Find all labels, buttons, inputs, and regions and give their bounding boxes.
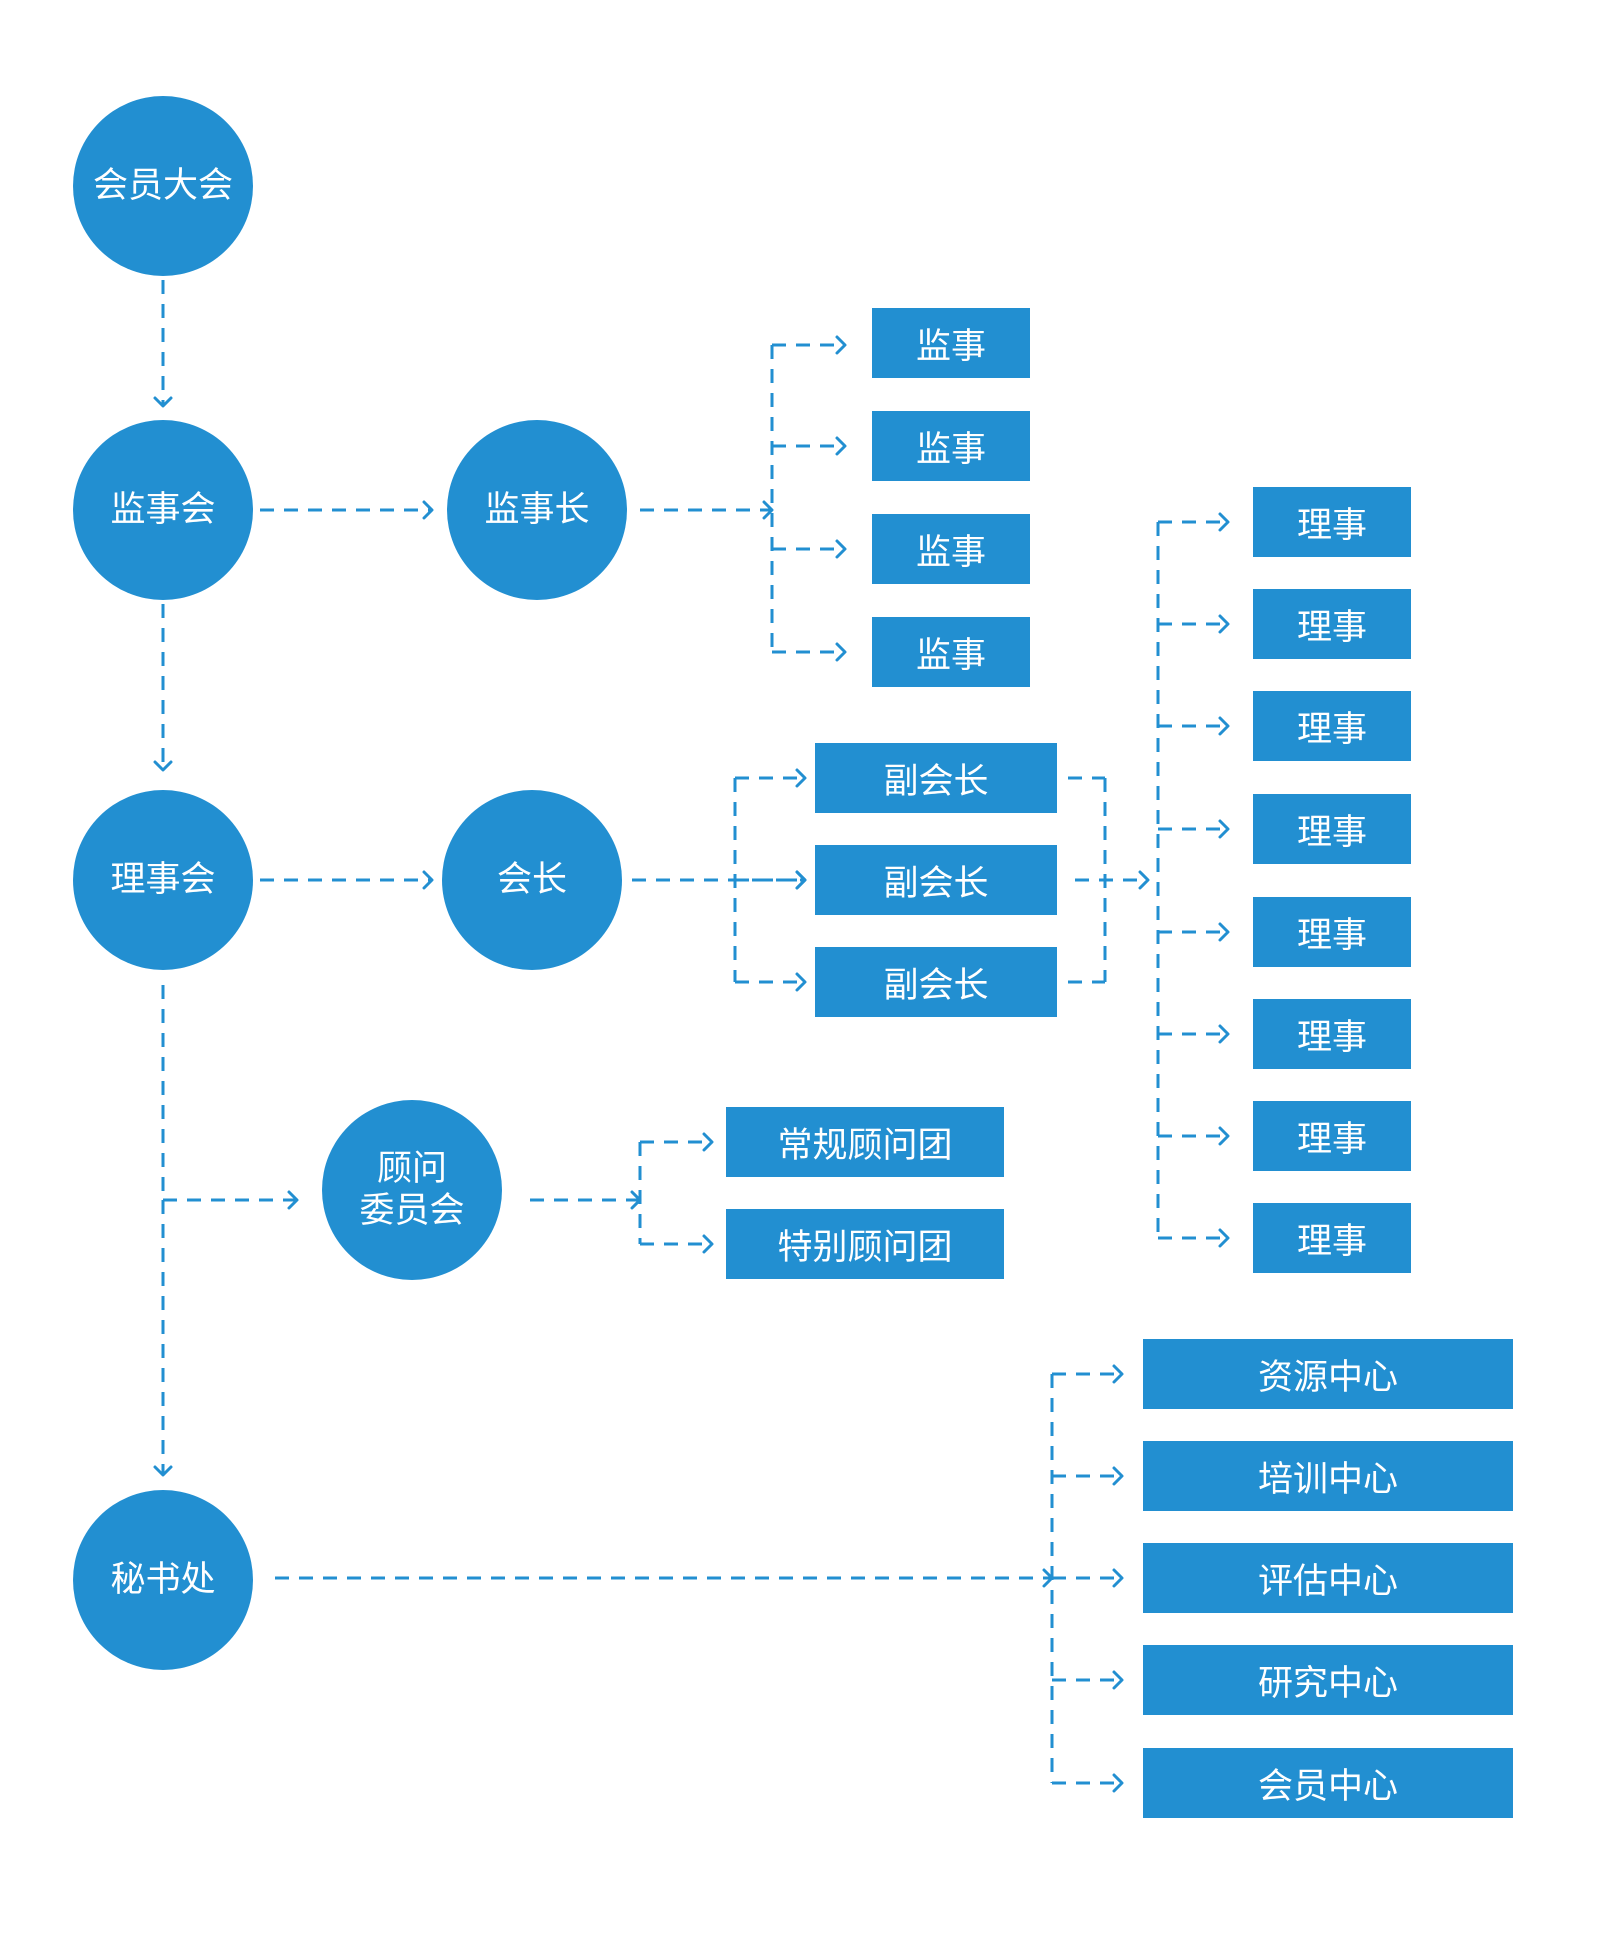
advisory-group-box: 常规顾问团 xyxy=(726,1107,1004,1177)
arrowhead xyxy=(795,768,807,788)
supervisor-label: 监事 xyxy=(915,429,986,470)
president-label: 会长 xyxy=(496,860,567,900)
director-label: 理事 xyxy=(1296,709,1367,750)
supervisor-label: 监事 xyxy=(915,532,986,573)
director-label: 理事 xyxy=(1296,607,1367,648)
supervisor-label: 监事 xyxy=(915,326,986,367)
director-label: 理事 xyxy=(1296,812,1367,853)
vice-president-label: 副会长 xyxy=(883,761,989,802)
arrowhead xyxy=(795,972,807,992)
arrowhead xyxy=(1138,870,1150,890)
advisory-committee-node: 顾问 委员会 xyxy=(322,1100,502,1280)
director-box: 理事 xyxy=(1253,589,1411,659)
chief-supervisor-node: 监事长 xyxy=(447,420,627,600)
president-node: 会长 xyxy=(442,790,622,970)
director-label: 理事 xyxy=(1296,1017,1367,1058)
supervisor-box: 监事 xyxy=(872,411,1030,481)
arrowhead xyxy=(153,1465,173,1477)
center-box: 会员中心 xyxy=(1143,1748,1513,1818)
arrowhead xyxy=(835,539,847,559)
general-assembly-label: 会员大会 xyxy=(92,166,233,206)
advisory-group-label: 常规顾问团 xyxy=(777,1125,953,1166)
arrowhead xyxy=(287,1190,299,1210)
advisory-group-label: 特别顾问团 xyxy=(777,1227,953,1268)
arrowhead xyxy=(835,436,847,456)
arrowhead xyxy=(1218,1228,1230,1248)
center-box: 培训中心 xyxy=(1143,1441,1513,1511)
arrowhead xyxy=(835,642,847,662)
center-box: 研究中心 xyxy=(1143,1645,1513,1715)
arrowhead xyxy=(1218,1126,1230,1146)
director-label: 理事 xyxy=(1296,1119,1367,1160)
supervisor-box: 监事 xyxy=(872,308,1030,378)
arrowhead xyxy=(153,760,173,772)
center-box: 评估中心 xyxy=(1143,1543,1513,1613)
arrowhead xyxy=(1042,1568,1054,1588)
general-assembly-node: 会员大会 xyxy=(73,96,253,276)
arrowhead xyxy=(422,870,434,890)
arrowhead xyxy=(1218,1024,1230,1044)
arrowhead xyxy=(795,870,807,890)
arrowhead xyxy=(1218,614,1230,634)
arrowhead xyxy=(153,396,173,408)
vice-president-label: 副会长 xyxy=(883,863,989,904)
arrowhead xyxy=(1112,1364,1124,1384)
advisory-committee-label-line1: 顾问 xyxy=(376,1149,447,1189)
advisory-group-box: 特别顾问团 xyxy=(726,1209,1004,1279)
council-node: 理事会 xyxy=(73,790,253,970)
director-box: 理事 xyxy=(1253,1101,1411,1171)
supervisor-box: 监事 xyxy=(872,617,1030,687)
arrowhead xyxy=(1218,922,1230,942)
chief-supervisor-label: 监事长 xyxy=(484,490,590,530)
arrowhead xyxy=(762,500,774,520)
director-label: 理事 xyxy=(1296,915,1367,956)
council-label: 理事会 xyxy=(110,860,216,900)
vice-president-box: 副会长 xyxy=(815,845,1057,915)
advisory-committee-label-line2: 委员会 xyxy=(359,1191,465,1231)
arrowhead xyxy=(1112,1773,1124,1793)
director-box: 理事 xyxy=(1253,794,1411,864)
supervisor-box: 监事 xyxy=(872,514,1030,584)
center-label: 评估中心 xyxy=(1257,1561,1398,1602)
arrowhead xyxy=(1112,1568,1124,1588)
arrowhead xyxy=(630,1190,642,1210)
supervisory-board-label: 监事会 xyxy=(110,490,216,530)
arrowhead xyxy=(1112,1670,1124,1690)
arrowhead xyxy=(702,1132,714,1152)
center-box: 资源中心 xyxy=(1143,1339,1513,1409)
center-label: 研究中心 xyxy=(1257,1663,1398,1704)
director-box: 理事 xyxy=(1253,487,1411,557)
secretariat-node: 秘书处 xyxy=(73,1490,253,1670)
director-box: 理事 xyxy=(1253,999,1411,1069)
center-label: 培训中心 xyxy=(1257,1459,1398,1500)
vice-president-box: 副会长 xyxy=(815,743,1057,813)
director-box: 理事 xyxy=(1253,897,1411,967)
arrowhead xyxy=(835,335,847,355)
arrowhead xyxy=(1218,819,1230,839)
arrowhead xyxy=(1112,1466,1124,1486)
center-label: 会员中心 xyxy=(1257,1766,1398,1807)
arrowhead xyxy=(1218,716,1230,736)
director-box: 理事 xyxy=(1253,1203,1411,1273)
vice-president-box: 副会长 xyxy=(815,947,1057,1017)
director-label: 理事 xyxy=(1296,1221,1367,1262)
center-label: 资源中心 xyxy=(1257,1357,1398,1398)
director-box: 理事 xyxy=(1253,691,1411,761)
arrowhead xyxy=(422,500,434,520)
director-label: 理事 xyxy=(1296,505,1367,546)
secretariat-label: 秘书处 xyxy=(110,1560,216,1600)
arrowhead xyxy=(1218,512,1230,532)
vice-president-label: 副会长 xyxy=(883,965,989,1006)
supervisory-board-node: 监事会 xyxy=(73,420,253,600)
supervisor-label: 监事 xyxy=(915,635,986,676)
arrowhead xyxy=(702,1234,714,1254)
